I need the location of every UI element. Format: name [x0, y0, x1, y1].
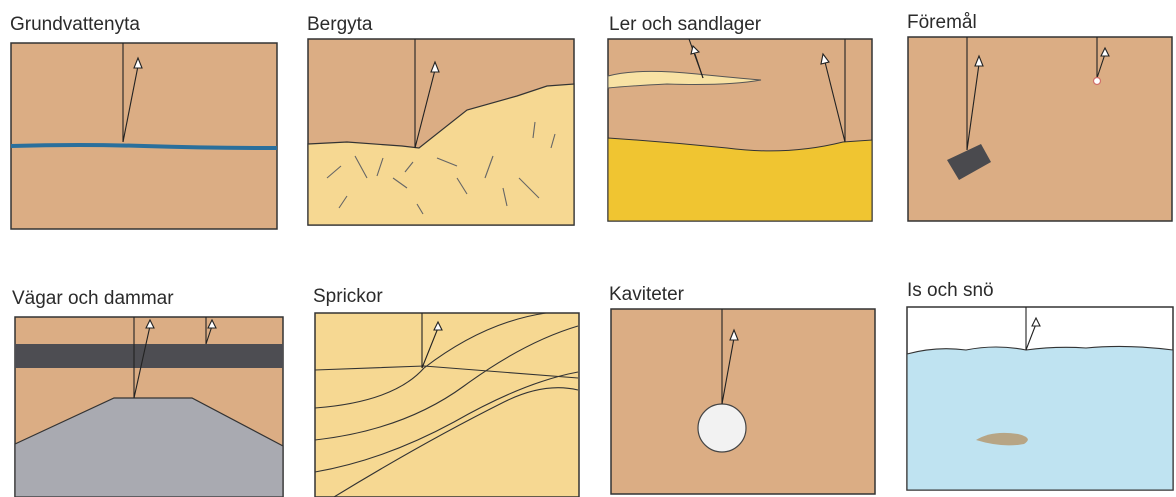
panel-title-is-sno: Is och snö	[907, 280, 994, 302]
panel-title-ler-sand: Ler och sandlager	[609, 14, 761, 36]
cavity	[698, 404, 746, 452]
panel-title-grundvattenyta: Grundvattenyta	[10, 14, 140, 36]
diagram-kaviteter	[610, 308, 876, 495]
asphalt-road	[15, 344, 283, 368]
panel-title-sprickor: Sprickor	[313, 286, 383, 308]
diagram-foremal	[907, 36, 1173, 222]
soil-layer	[908, 37, 1172, 221]
diagram-sprickor	[314, 312, 580, 497]
diagram-is-sno	[906, 306, 1174, 491]
panel-title-foremal: Föremål	[907, 12, 977, 34]
diagram-grundvattenyta	[10, 42, 278, 230]
small-object	[1094, 78, 1101, 85]
soil-layer	[611, 309, 875, 494]
panel-title-vagar: Vägar och dammar	[12, 288, 174, 310]
diagram-vagar	[14, 316, 284, 497]
diagram-ler-sand	[607, 38, 873, 222]
panel-title-kaviteter: Kaviteter	[609, 284, 684, 306]
panel-title-bergyta: Bergyta	[307, 14, 372, 36]
soil-layer	[11, 43, 277, 229]
ice-body	[907, 346, 1173, 490]
diagram-bergyta	[307, 38, 575, 226]
sand-layer	[608, 138, 872, 221]
